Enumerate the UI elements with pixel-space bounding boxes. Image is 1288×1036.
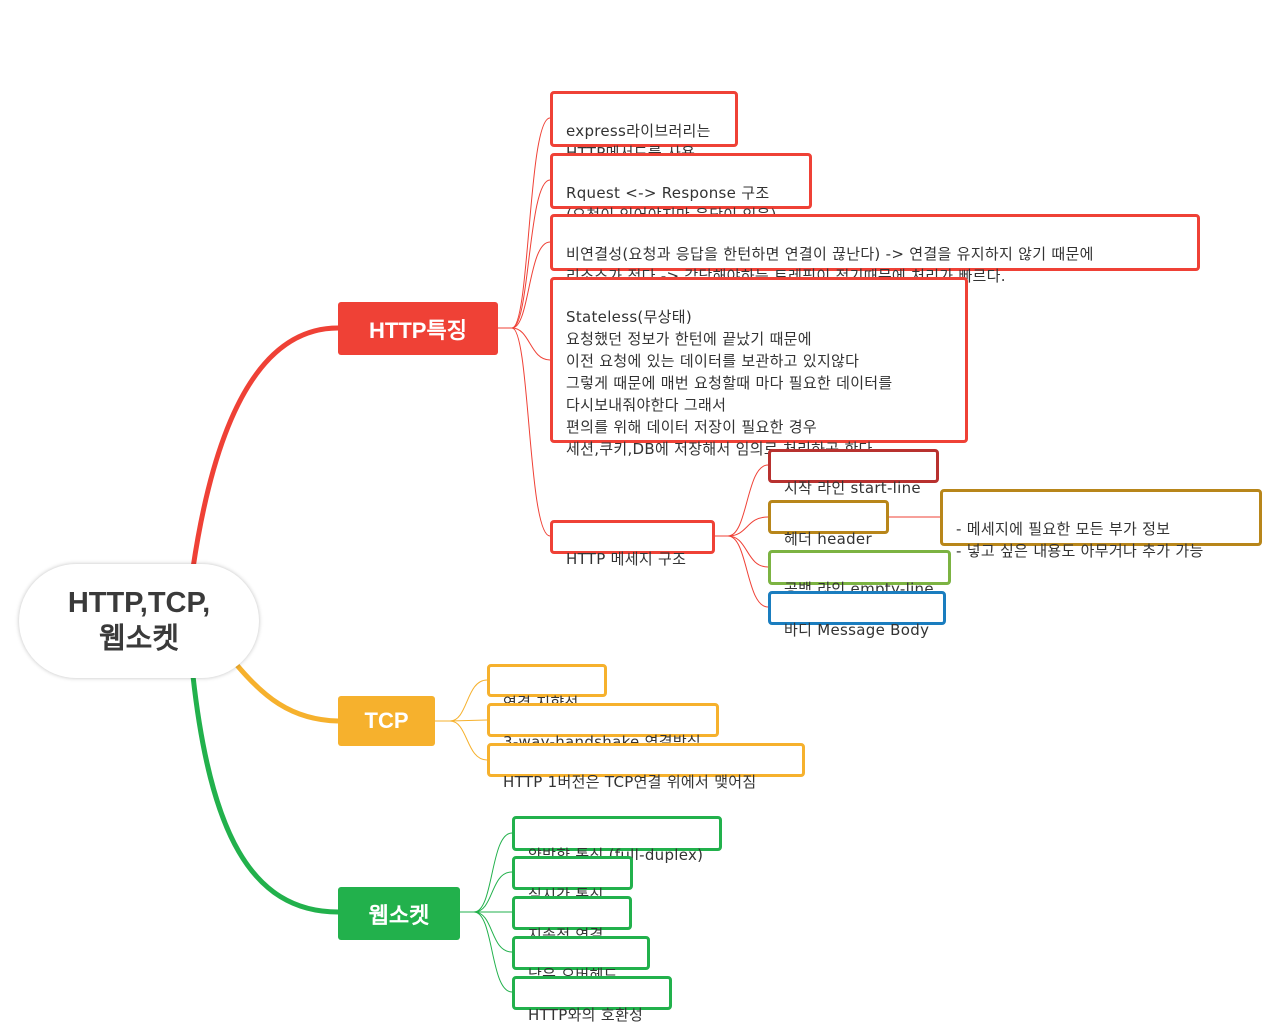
root-topic-label: HTTP,TCP, 웹소켓	[67, 587, 211, 655]
ws-item-full-duplex[interactable]: 양방향 통신 (full-duplex)	[512, 816, 722, 864]
ws-item-http-compat[interactable]: HTTP와의 호환성	[512, 976, 672, 1024]
ws-item-persistent[interactable]: 지속적 연결	[512, 896, 632, 944]
tcp-item-handshake[interactable]: 3-way-handshake 연결방식	[487, 703, 719, 751]
message-header-detail[interactable]: - 메세지에 필요한 모든 부가 정보 - 넣고 싶은 내용도 아무거나 추가 …	[940, 489, 1262, 560]
message-body[interactable]: 바디 Message Body	[768, 591, 946, 639]
http-item-express[interactable]: express라이브러리는 HTTP메서드를 사용	[550, 91, 738, 162]
branch-websocket[interactable]: 웹소켓	[338, 887, 460, 940]
root-topic[interactable]: HTTP,TCP, 웹소켓	[19, 564, 259, 678]
message-empty-line[interactable]: 공백 라인 empty-line	[768, 550, 951, 598]
ws-item-low-overhead[interactable]: 낮은 오버헤드	[512, 936, 650, 984]
http-item-message-structure[interactable]: HTTP 메세지 구조	[550, 520, 715, 568]
tcp-item-connection-oriented[interactable]: 연결 지향성	[487, 664, 607, 712]
branch-tcp-label: TCP	[364, 708, 409, 733]
message-header[interactable]: 헤더 header	[768, 500, 889, 548]
message-start-line[interactable]: 시작 라인 start-line	[768, 449, 939, 497]
branch-websocket-label: 웹소켓	[368, 902, 430, 928]
http-item-stateless[interactable]: Stateless(무상태) 요청했던 정보가 한턴에 끝났기 때문에 이전 요…	[550, 277, 968, 458]
branch-tcp[interactable]: TCP	[338, 696, 435, 746]
ws-item-realtime[interactable]: 실시간 통신	[512, 856, 633, 904]
tcp-item-http1[interactable]: HTTP 1버전은 TCP연결 위에서 맺어짐	[487, 743, 805, 791]
http-item-connectionless[interactable]: 비연결성(요청과 응답을 한턴하면 연결이 끊난다) -> 연결을 유지하지 않…	[550, 214, 1200, 285]
branch-http[interactable]: HTTP특징	[338, 302, 498, 355]
branch-http-label: HTTP특징	[369, 317, 467, 343]
http-item-request-response[interactable]: Rquest <-> Response 구조 (요청이 있어야지만 응답이 있음…	[550, 153, 812, 224]
